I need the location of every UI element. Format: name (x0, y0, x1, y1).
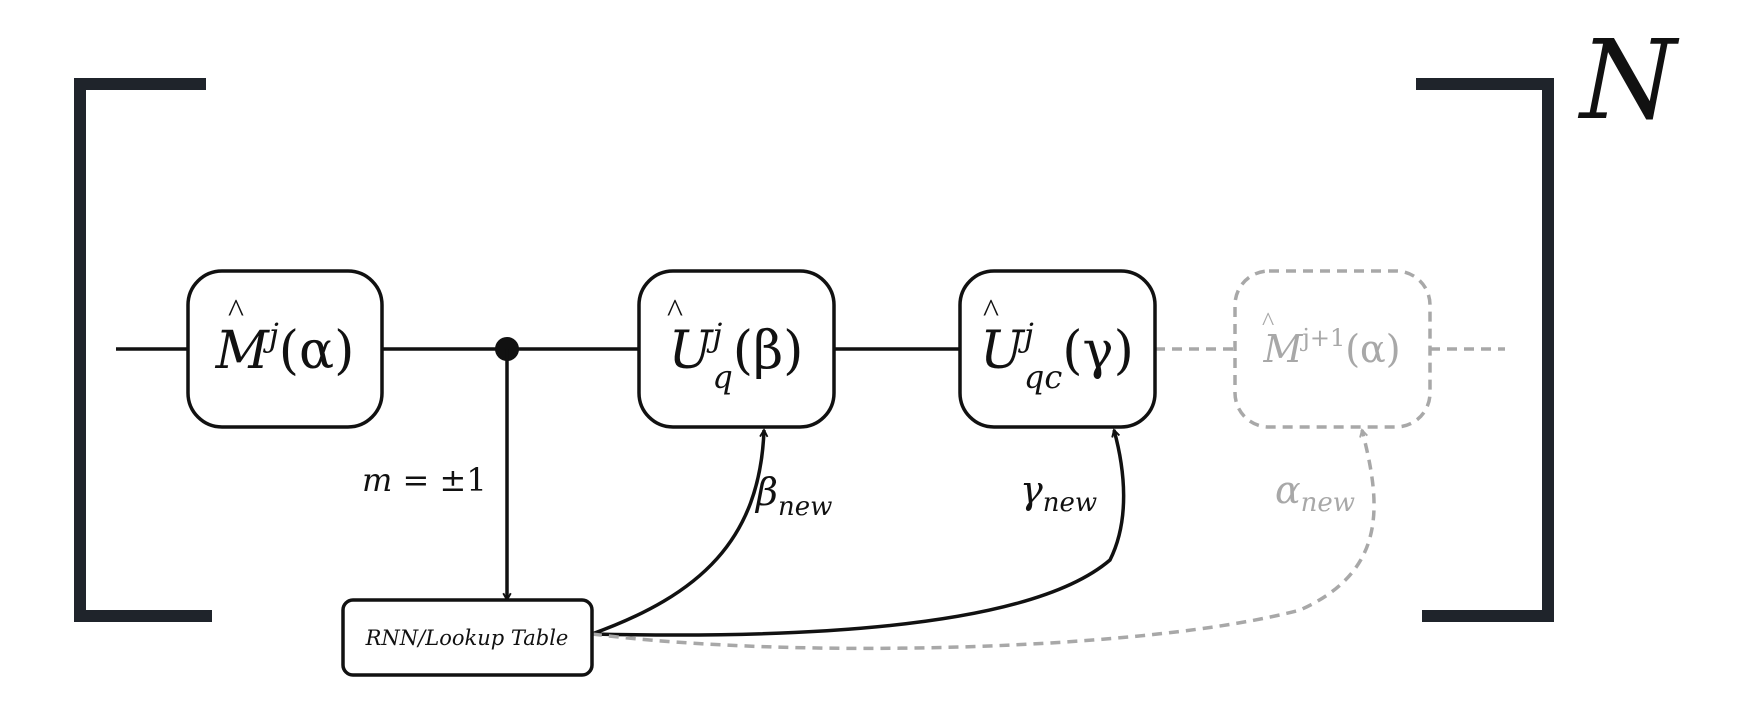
unitary-qc-hat: ^ (983, 293, 999, 330)
next-measurement-operator: M (1262, 327, 1303, 371)
next-measurement-superscript: j+1 (1299, 324, 1345, 352)
unitary-qc-argument: (γ) (1062, 321, 1134, 381)
measurement-node: Mj(α) ^ (186, 269, 384, 429)
right-bracket (1416, 78, 1554, 622)
repeat-count-label: N (1577, 16, 1680, 144)
beta-update-arrow (591, 430, 764, 636)
unitary-q-subscript: q (712, 358, 732, 396)
measurement-operator: M (215, 321, 271, 381)
left-bracket (74, 78, 212, 622)
unitary-qc-subscript: qc (1024, 358, 1062, 396)
beta-update-label: βnew (754, 470, 832, 522)
alpha-update-label: αnew (1275, 468, 1355, 518)
next-measurement-argument: (α) (1345, 327, 1400, 371)
unitary-q-operator: U (669, 321, 715, 381)
alpha-update-arrow (591, 430, 1376, 651)
gamma-update-label: γnew (1020, 468, 1097, 518)
next-measurement-hat: ^ (1262, 307, 1274, 336)
svg-text:Mj+1(α): Mj+1(α) (1262, 324, 1400, 371)
svg-text:Ujq(β): Ujq(β) (669, 316, 804, 396)
measurement-outcome-label: m = ±1 (362, 461, 487, 499)
unitary-qc-operator: U (980, 321, 1026, 381)
measurement-argument: (α) (279, 321, 355, 381)
measurement-hat: ^ (228, 293, 244, 330)
svg-text:Mj(α): Mj(α) (215, 316, 355, 381)
gamma-update-arrow (591, 430, 1126, 637)
unitary-q-hat: ^ (667, 293, 683, 330)
controller-node: RNN/Lookup Table (341, 598, 594, 677)
controller-label: RNN/Lookup Table (365, 626, 569, 650)
next-measurement-node: Mj+1(α) ^ (1233, 269, 1432, 429)
unitary-q-argument: (β) (733, 321, 804, 381)
